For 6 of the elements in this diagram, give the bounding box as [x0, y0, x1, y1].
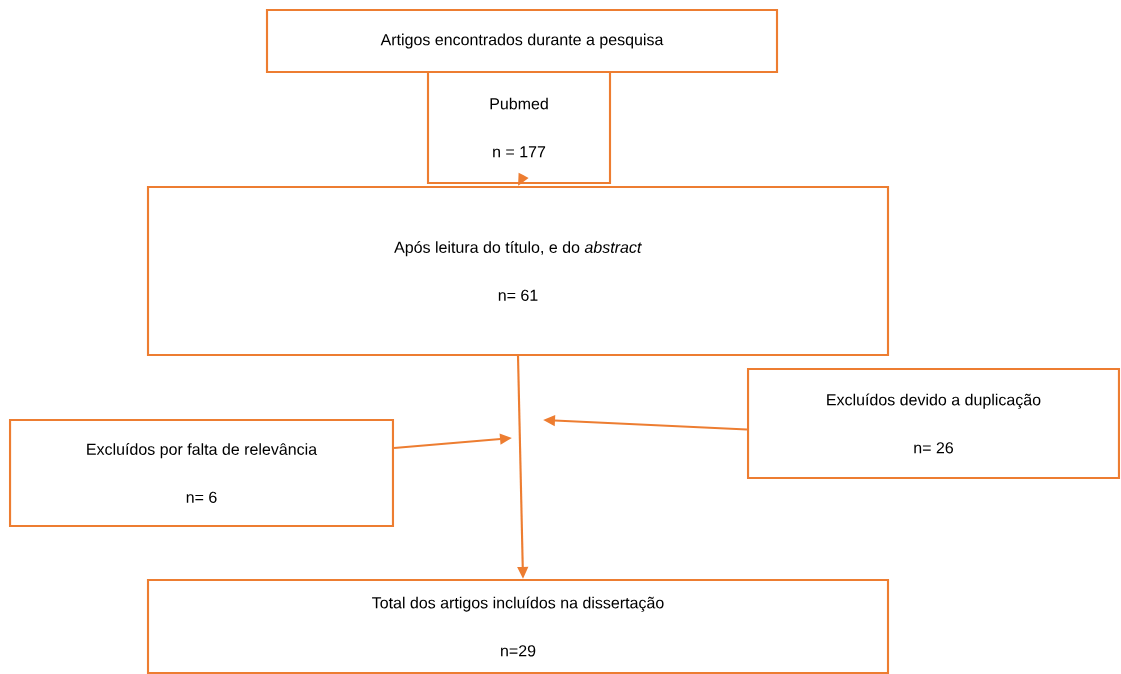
process-box: Excluídos por falta de relevância n= 6 [8, 418, 395, 528]
process-box: Artigos encontrados durante a pesquisa [265, 8, 779, 74]
process-box: Após leitura do título, e do abstract n= 61 [146, 185, 890, 357]
process-box: Excluídos devido a duplicação n= 26 [746, 367, 1121, 480]
process-box: Total dos artigos incluídos na dissertação n=29 [146, 578, 890, 674]
process-box: Pubmed n = 177 [426, 70, 612, 185]
